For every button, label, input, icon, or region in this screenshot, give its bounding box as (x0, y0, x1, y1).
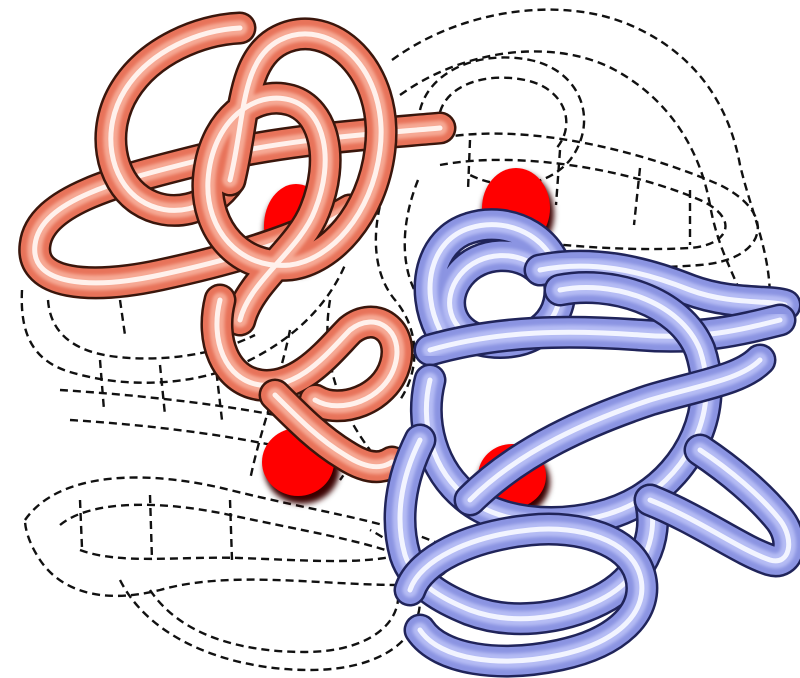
chain-d-rung-6 (228, 499, 234, 561)
chain-d-lower-loop-inner (59, 503, 402, 563)
chain-a-segment-lower-curl (200, 283, 414, 423)
chain-b-segment-diagonal (453, 343, 777, 517)
chain-b-segment-cross-band-shine (427, 317, 783, 353)
chain-b-segment-bottom-loop (393, 512, 659, 678)
chain-c-descend-inner (403, 179, 421, 301)
chain-c-rung-2 (554, 149, 562, 206)
chain-c-rung-1 (466, 139, 472, 191)
chain-d-bottom-swoop (118, 528, 422, 672)
dashed-chains (20, 8, 772, 672)
chain-c-strand-outer (391, 8, 772, 301)
chain-d-lower-loop (23, 476, 453, 598)
chain-d-rung-3 (213, 359, 224, 421)
chain-d-rung-4 (78, 499, 84, 549)
chain-c-loop-top-inner (438, 76, 568, 151)
chain-a-segment-central-loop (191, 17, 398, 337)
chain-d-bottom-swoop-inner (149, 589, 400, 654)
chain-b-segment-right-sweep-shine (537, 263, 788, 308)
chain-b-segment-diagonal-shine (467, 357, 763, 503)
chain-a-segment-top-hook (94, 11, 257, 227)
chain-a-segment-tail (258, 378, 409, 484)
chain-d-cross-1 (248, 329, 292, 481)
chain-d-rung-2 (158, 364, 167, 416)
chain-c-descend (374, 169, 416, 401)
chain-d-rung-7 (118, 299, 127, 336)
chain-a-segment-tail-shine (272, 392, 395, 470)
chain-d-upper-left (20, 264, 347, 384)
chain-b-segment-right-sweep (523, 249, 800, 322)
chain-d-cross-2 (326, 299, 371, 451)
chain-d-rung-5 (148, 494, 154, 561)
chain-b-segment-right-tail-shine (647, 447, 792, 564)
chain-a-segment-lower-curl-shine (214, 297, 400, 409)
chain-c-strand-inner (399, 50, 747, 306)
chain-a-segment-central-loop-shine (205, 31, 384, 323)
chain-b-tube (383, 208, 800, 678)
chain-a-tube (18, 11, 457, 484)
chain-b-segment-right-tail (633, 433, 800, 578)
chain-b-segment-bottom-loop-shine (407, 526, 645, 664)
chain-d-rung-1 (98, 359, 106, 411)
chain-c-loop-right-inner (439, 158, 727, 251)
chain-a-segment-top-hook-shine (108, 25, 243, 213)
chain-c-rung-3 (632, 167, 642, 226)
chain-b-segment-cross-band (413, 303, 797, 367)
